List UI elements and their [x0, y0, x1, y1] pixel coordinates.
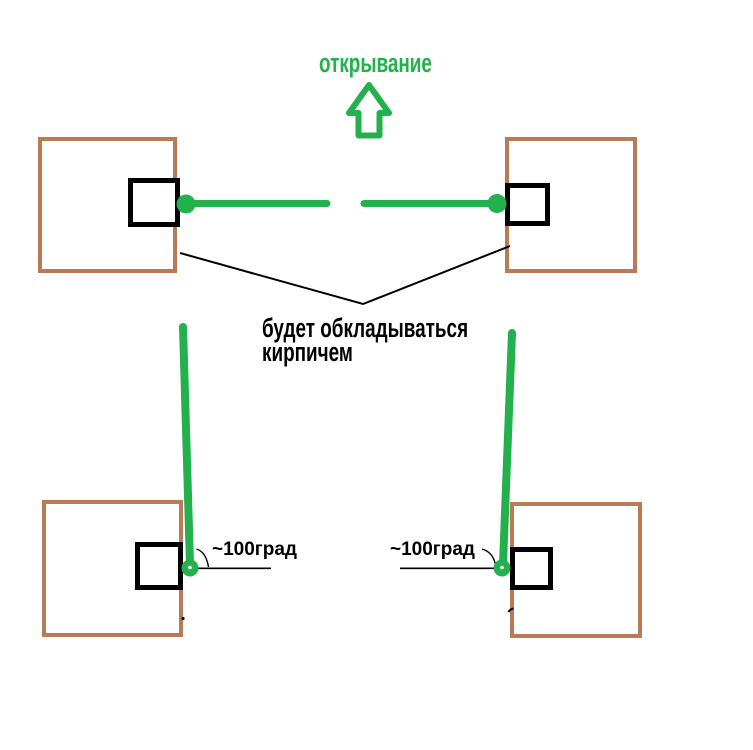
up-arrow-icon [346, 82, 392, 139]
hinge-dot-top-left [176, 194, 196, 214]
angle-label-left: ~100град [212, 539, 297, 560]
inner-post-bottom-left [135, 542, 183, 590]
hinge-dot-top-right [487, 194, 507, 213]
gate-leaf-left-open [179, 323, 194, 568]
stray-mark-right [507, 607, 514, 613]
angle-label-right: ~100град [390, 539, 475, 560]
brick-note-pointer-line [179, 245, 511, 306]
angle-arc-right [481, 548, 497, 566]
brick-note-line2: кирпичем [262, 337, 353, 367]
inner-post-bottom-right [510, 547, 553, 590]
inner-post-top-left [128, 178, 180, 227]
hinge-pin-bottom-left [188, 565, 192, 570]
inner-post-top-right [505, 183, 550, 226]
opening-label: открывание [319, 48, 432, 78]
stray-mark-left [181, 616, 185, 621]
gate-leaf-right-open [499, 329, 516, 568]
brick-note-line1: будет обкладываться [262, 313, 469, 343]
angle-arc-left [196, 548, 210, 568]
hinge-pin-bottom-right [500, 565, 504, 570]
brick-note-label: будет обкладываться кирпичем [262, 313, 469, 367]
